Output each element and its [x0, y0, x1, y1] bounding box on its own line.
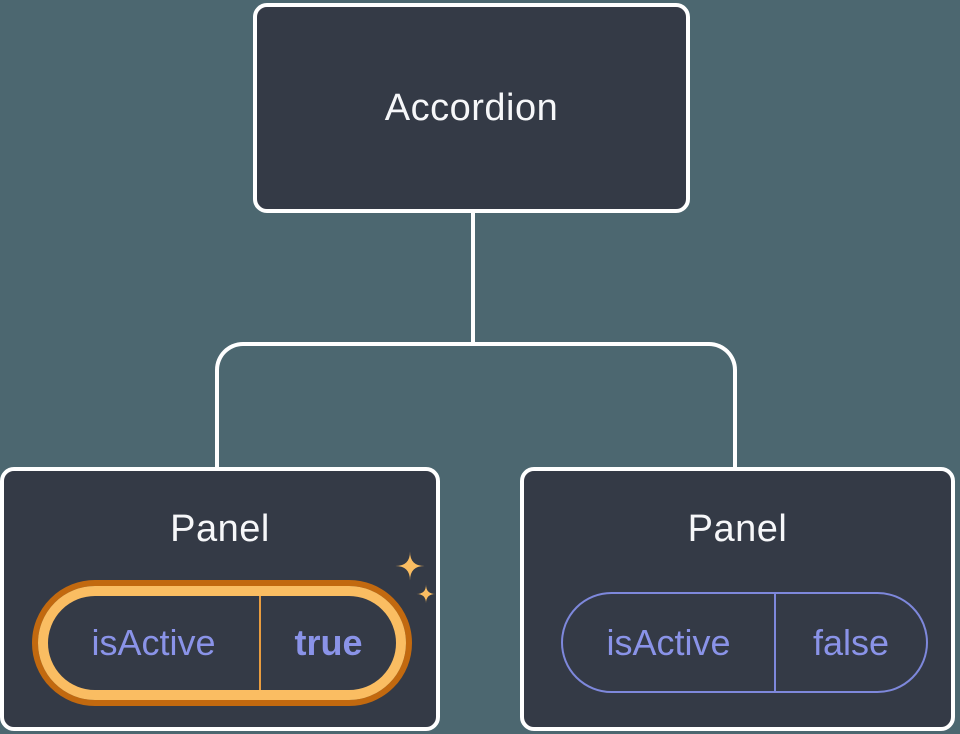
prop-name-label: isActive	[606, 621, 731, 663]
prop-pill-divider	[774, 594, 776, 691]
accordion-node-label: Accordion	[384, 86, 559, 129]
tree-node-accordion: Accordion	[253, 3, 690, 213]
panel-node-label: Panel	[170, 508, 270, 550]
tree-node-panel-active: Panel isActive true	[0, 467, 440, 731]
connector-stem-line	[471, 213, 475, 346]
connector-branch-bracket	[215, 342, 737, 467]
state-prop-pill-inactive: isActive false	[561, 592, 928, 693]
sparkles-icon	[395, 551, 436, 604]
state-prop-pill-gold-ring: isActive true	[38, 586, 406, 700]
tree-node-panel-inactive: Panel isActive false	[520, 467, 955, 731]
state-prop-pill-active: isActive true	[32, 580, 412, 706]
prop-name-label: isActive	[91, 622, 216, 663]
prop-value-label: false	[812, 621, 890, 663]
prop-value-label: true	[294, 622, 363, 663]
panel-node-label: Panel	[687, 508, 788, 550]
prop-pill-divider	[259, 596, 261, 690]
